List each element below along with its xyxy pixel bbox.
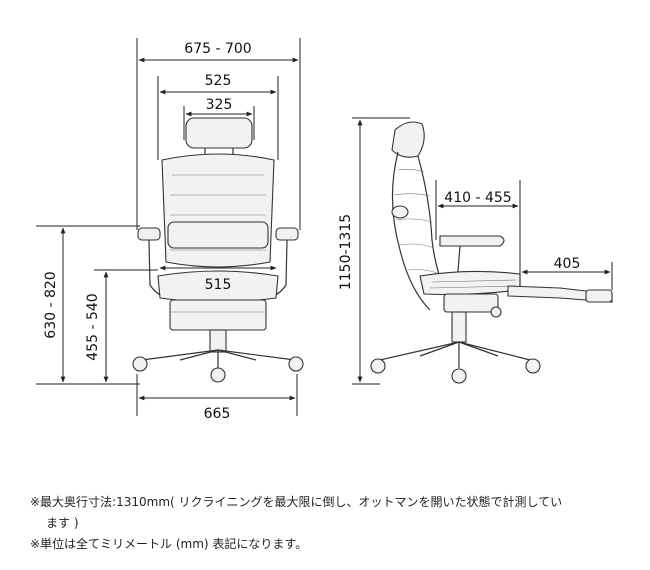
label-seat-depth: 410 - 455 [444, 190, 511, 206]
side-dim-ottoman-length: 405 [519, 256, 613, 290]
label-base-width: 665 [204, 406, 231, 422]
note-units: ※単位は全てミリメートル (mm) 表記になります。 [30, 537, 308, 551]
front-dim-back-width: 525 [157, 73, 279, 160]
front-dim-headrest-width: 325 [183, 97, 255, 140]
headrest-shape [185, 117, 253, 149]
note-max-depth: ※最大奥行寸法:1310mm( リクライニングを最大限に倒し、オットマンを開いた… [30, 492, 630, 534]
label-total-width: 675 - 700 [184, 41, 251, 57]
label-headrest-width: 325 [206, 97, 233, 113]
label-armrest-height: 630 - 820 [43, 271, 59, 338]
front-view-chair [132, 117, 304, 383]
front-dim-seat-width: 515 [159, 265, 277, 293]
label-seat-width: 515 [205, 277, 232, 293]
dimension-diagram: 675 - 700 525 325 515 665 630 - 820 455 … [36, 38, 613, 422]
side-dim-seat-depth: 410 - 455 [435, 180, 521, 272]
note-max-depth-line2: ます ) [46, 516, 79, 530]
side-dim-total-height: 1150-1315 [338, 117, 410, 385]
note-max-depth-line1: ※最大奥行寸法:1310mm( リクライニングを最大限に倒し、オットマンを開いた… [30, 495, 563, 509]
label-total-height: 1150-1315 [338, 214, 354, 290]
label-ottoman-length: 405 [554, 256, 581, 272]
side-view-chair [370, 121, 613, 384]
label-seat-height: 455 - 540 [85, 293, 101, 360]
notes-block: ※最大奥行寸法:1310mm( リクライニングを最大限に倒し、オットマンを開いた… [30, 492, 630, 555]
front-dim-armrest-height: 630 - 820 [36, 225, 140, 385]
front-dim-total-width: 675 - 700 [136, 38, 301, 230]
front-dim-base-width: 665 [136, 374, 298, 422]
label-back-width: 525 [205, 73, 232, 89]
front-dim-seat-height: 455 - 540 [85, 269, 158, 385]
